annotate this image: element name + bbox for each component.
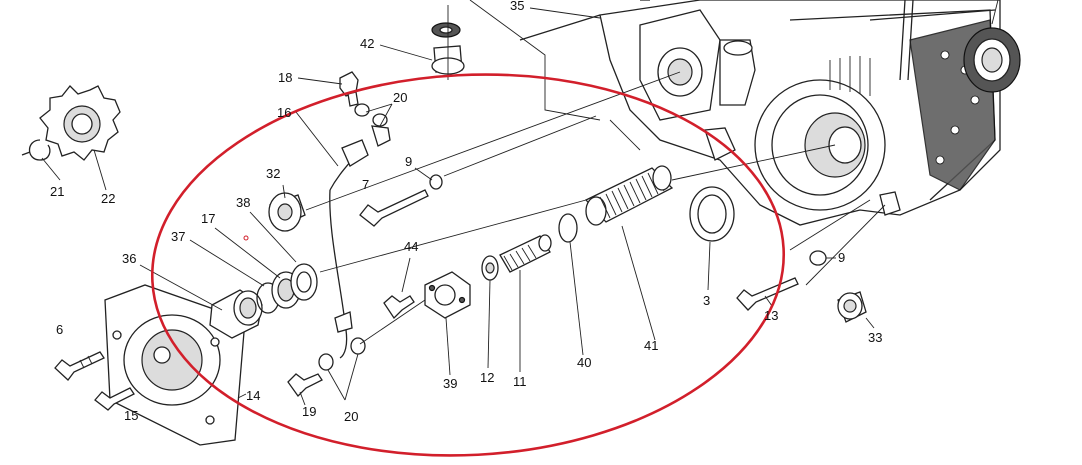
washer-12 [481, 255, 499, 281]
banjo-bolt-18 [339, 71, 359, 107]
callout-36: 36 [122, 251, 136, 266]
screw-44 [383, 257, 415, 320]
callout-32: 32 [266, 166, 280, 181]
cap-33 [837, 291, 867, 323]
callout-20-top: 20 [393, 90, 407, 105]
callout-15: 15 [124, 408, 138, 423]
callout-40: 40 [577, 355, 591, 370]
callout-7: 7 [362, 177, 369, 192]
bush-36 [209, 289, 263, 339]
washer-38 [290, 263, 318, 301]
callout-35: 35 [510, 0, 524, 13]
callout-11: 11 [513, 374, 527, 389]
callout-labels: 35 42 18 20 16 9 32 7 38 17 37 44 36 21 … [50, 0, 882, 424]
bearing [963, 0, 1021, 93]
red-dot-marker [243, 235, 249, 241]
callout-39: 39 [443, 376, 457, 391]
seal-3 [689, 186, 735, 242]
bolt-15 [94, 387, 135, 411]
plunger-11 [499, 234, 552, 273]
callout-17: 17 [201, 211, 215, 226]
callout-37: 37 [171, 229, 185, 244]
highlight-ellipse [150, 73, 786, 457]
pump-body-39 [424, 271, 471, 319]
callout-42: 42 [360, 36, 374, 51]
sprocket [39, 85, 121, 161]
o-ring-40 [558, 213, 578, 243]
callout-13: 13 [764, 308, 778, 323]
leader-lines [41, 7, 875, 406]
bush-32 [268, 192, 306, 232]
filter-41 [584, 165, 674, 226]
bolt-7 [359, 174, 443, 227]
callout-3: 3 [703, 293, 710, 308]
assembly-axis-lines [305, 5, 886, 345]
callout-16: 16 [277, 105, 291, 120]
washers-20-top [354, 103, 388, 127]
circlip [21, 139, 51, 161]
callout-41: 41 [644, 338, 658, 353]
callout-21: 21 [50, 184, 64, 199]
callout-12: 12 [480, 370, 494, 385]
callout-33: 33 [868, 330, 882, 345]
callout-9-upper: 9 [405, 154, 412, 169]
callout-22: 22 [101, 191, 115, 206]
callout-6: 6 [56, 322, 63, 337]
callout-19: 19 [302, 404, 316, 419]
callout-44: 44 [404, 239, 418, 254]
bolt-6 [54, 351, 105, 381]
crankcase [469, 0, 1001, 226]
callout-18: 18 [278, 70, 292, 85]
banjo-bolt-19 [287, 337, 366, 398]
callout-14: 14 [246, 388, 260, 403]
bolt-13 [736, 250, 827, 311]
oil-pipe-16 [329, 125, 391, 359]
callout-38: 38 [236, 195, 250, 210]
callout-20-bottom: 20 [344, 409, 358, 424]
callout-9-lower: 9 [838, 250, 845, 265]
